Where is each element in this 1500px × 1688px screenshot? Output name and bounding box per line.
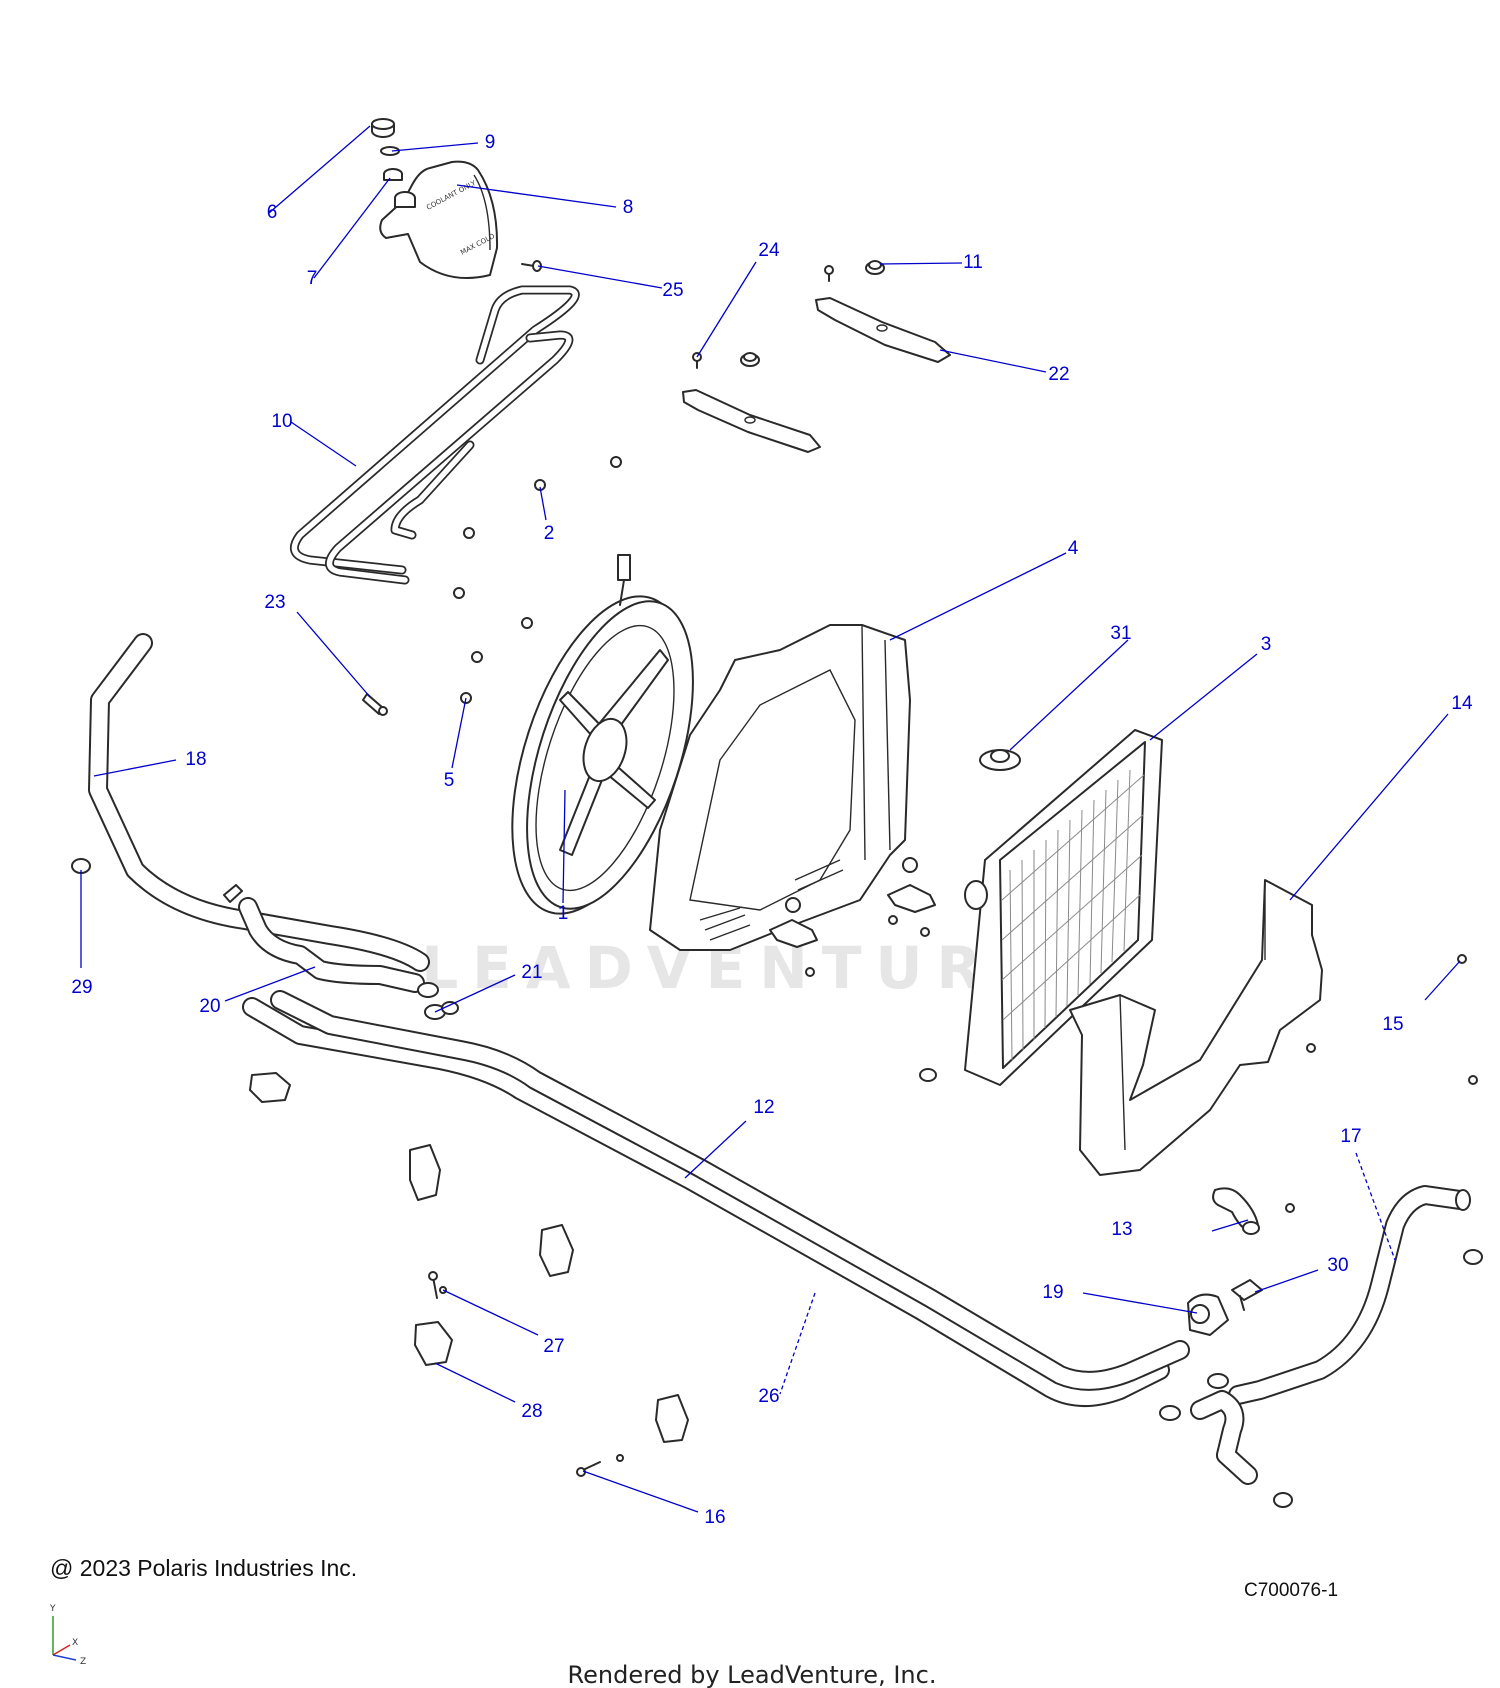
callout-31[interactable]: 31: [1110, 623, 1131, 644]
part-6-cap[interactable]: [371, 118, 395, 138]
part-22-bracket[interactable]: [815, 297, 951, 363]
part-1-fan-assembly[interactable]: [478, 554, 726, 935]
callout-1[interactable]: 1: [558, 903, 569, 924]
part-10-coolant-lines[interactable]: [289, 285, 580, 585]
callout-3[interactable]: 3: [1261, 634, 1272, 655]
part-3-radiator[interactable]: [919, 729, 1163, 1086]
callout-28[interactable]: 28: [521, 1401, 542, 1422]
part-18-hose[interactable]: [88, 633, 430, 972]
hose-fitting[interactable]: [223, 884, 243, 903]
part-15-screws[interactable]: [1285, 954, 1478, 1213]
callout-23[interactable]: 23: [264, 592, 285, 613]
callout-4[interactable]: 4: [1068, 538, 1079, 559]
part-26-coolant-pipe[interactable]: [270, 990, 1190, 1391]
part-7-cap[interactable]: [383, 168, 403, 181]
radiator-mount-bracket-b[interactable]: [769, 897, 818, 977]
part-13-elbow-hose[interactable]: [1212, 1187, 1260, 1235]
part-28-pipe-clamps[interactable]: [249, 1072, 689, 1443]
callout-15[interactable]: 15: [1382, 1014, 1403, 1035]
axis-z-label: Z: [80, 1657, 86, 1667]
callout-11[interactable]: 11: [963, 252, 983, 273]
part-16-screws[interactable]: [576, 1454, 624, 1477]
callout-25[interactable]: 25: [662, 280, 683, 301]
part-24-screw-b[interactable]: [824, 265, 834, 282]
part-2-fasteners[interactable]: [453, 456, 622, 663]
callout-22[interactable]: 22: [1048, 364, 1069, 385]
part-12-coolant-pipe[interactable]: [242, 997, 1170, 1408]
drawing-id: C700076-1: [1244, 1580, 1338, 1601]
part-8-coolant-tank[interactable]: COOLANT ONLY MAX COLD: [379, 160, 499, 279]
part-23-sensor[interactable]: [362, 693, 388, 716]
callout-26[interactable]: 26: [758, 1386, 779, 1407]
callout-16[interactable]: 16: [704, 1507, 725, 1528]
callout-12[interactable]: 12: [753, 1097, 774, 1118]
callout-19[interactable]: 19: [1042, 1282, 1063, 1303]
callout-7[interactable]: 7: [307, 268, 318, 289]
callout-24[interactable]: 24: [758, 240, 780, 261]
part-19-sleeve[interactable]: [1187, 1293, 1229, 1336]
callout-labels: 1 2 3 4 5 6 7 8 9 10 11 12 13 14 15 16 1…: [71, 132, 1473, 1528]
callout-14[interactable]: 14: [1451, 693, 1473, 714]
copyright-notice: @ 2023 Polaris Industries Inc.: [50, 1555, 357, 1581]
callout-20[interactable]: 20: [199, 996, 220, 1017]
part-11-grommet-b[interactable]: [740, 352, 760, 367]
rendered-by: Rendered by LeadVenture, Inc.: [568, 1661, 937, 1688]
axis-x-label: X: [72, 1638, 78, 1648]
part-14-deflector[interactable]: [1069, 879, 1323, 1176]
callout-17[interactable]: 17: [1340, 1126, 1361, 1147]
callout-13[interactable]: 13: [1111, 1219, 1132, 1240]
part-30-fitting[interactable]: [1231, 1279, 1263, 1311]
callout-18[interactable]: 18: [185, 749, 206, 770]
axis-triad: Y X Z: [49, 1604, 86, 1667]
part-21-clamps[interactable]: [417, 982, 459, 1020]
part-27-screw[interactable]: [428, 1271, 447, 1299]
callout-5[interactable]: 5: [444, 770, 455, 791]
bypass-hose[interactable]: [1190, 1390, 1258, 1485]
axis-y-label: Y: [49, 1604, 56, 1614]
part-17-hose[interactable]: [1228, 1185, 1471, 1405]
part-4-shroud[interactable]: [649, 624, 911, 951]
callout-30[interactable]: 30: [1327, 1255, 1348, 1276]
part-20-hose[interactable]: [238, 897, 425, 993]
part-11-grommet[interactable]: [865, 260, 885, 275]
part-24-screw[interactable]: [692, 352, 702, 369]
part-31-radiator-cap[interactable]: [979, 749, 1021, 771]
callout-27[interactable]: 27: [543, 1336, 564, 1357]
callout-21[interactable]: 21: [521, 962, 542, 983]
hose-clamps[interactable]: [1159, 1249, 1483, 1508]
callout-29[interactable]: 29: [71, 977, 92, 998]
leader-lines: [80, 125, 1461, 1513]
callout-2[interactable]: 2: [544, 523, 555, 544]
callout-8[interactable]: 8: [623, 197, 634, 218]
callout-6[interactable]: 6: [267, 202, 278, 223]
radiator-mount-bracket[interactable]: [887, 857, 936, 937]
callout-10[interactable]: 10: [271, 411, 292, 432]
callout-9[interactable]: 9: [485, 132, 496, 153]
part-22-bracket-b[interactable]: [682, 389, 821, 453]
